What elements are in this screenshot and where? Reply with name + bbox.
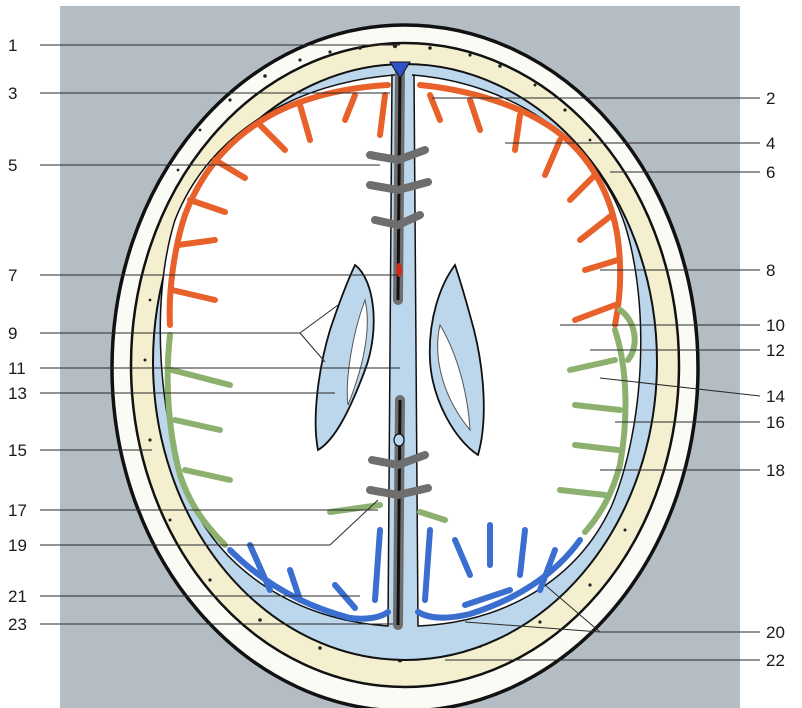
label-22: 22 xyxy=(766,651,785,670)
label-16: 16 xyxy=(766,413,785,432)
label-3: 3 xyxy=(8,84,17,103)
label-5: 5 xyxy=(8,156,17,175)
left-labels: 1 3 5 7 9 11 13 15 17 19 21 23 xyxy=(8,36,27,634)
label-14: 14 xyxy=(766,387,785,406)
label-12: 12 xyxy=(766,341,785,360)
label-23: 23 xyxy=(8,615,27,634)
label-7: 7 xyxy=(8,266,17,285)
label-1: 1 xyxy=(8,36,17,55)
right-labels: 2 4 6 8 10 12 14 16 18 20 22 xyxy=(766,89,785,670)
label-19: 19 xyxy=(8,536,27,555)
label-4: 4 xyxy=(766,134,775,153)
label-2: 2 xyxy=(766,89,775,108)
label-13: 13 xyxy=(8,384,27,403)
label-6: 6 xyxy=(766,163,775,182)
label-21: 21 xyxy=(8,587,27,606)
label-11: 11 xyxy=(8,359,26,378)
label-8: 8 xyxy=(766,261,775,280)
label-15: 15 xyxy=(8,441,27,460)
label-10: 10 xyxy=(766,316,785,335)
label-17: 17 xyxy=(8,501,27,520)
label-18: 18 xyxy=(766,461,785,480)
label-9: 9 xyxy=(8,324,17,343)
label-20: 20 xyxy=(766,623,785,642)
